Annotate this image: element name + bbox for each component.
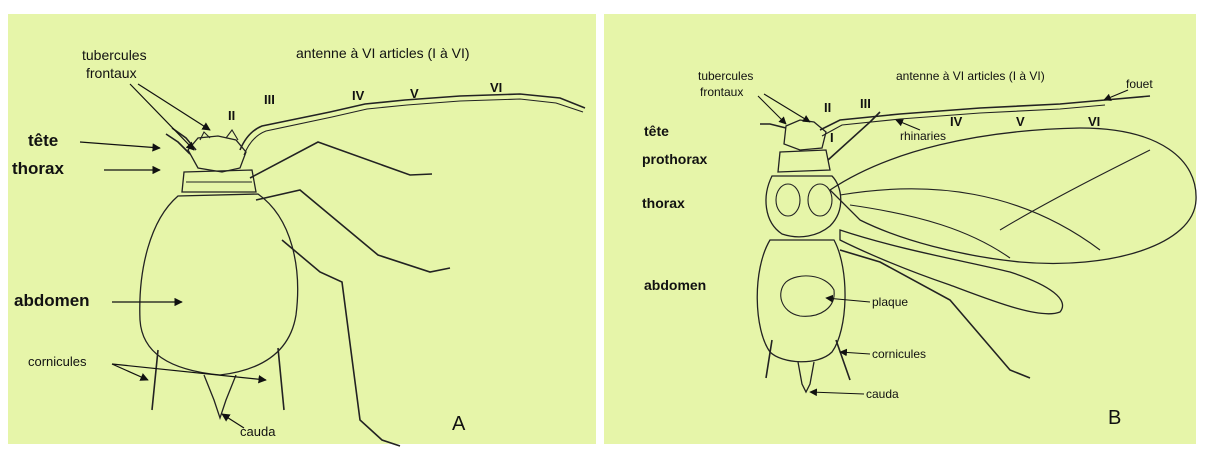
- arrow-plaque-b: [826, 298, 870, 302]
- arrow-cauda-b: [810, 392, 864, 394]
- label-prothorax-b: prothorax: [642, 151, 708, 167]
- label-cauda-a: cauda: [240, 424, 276, 439]
- label-antenna-b: antenne à VI articles (I à VI): [896, 69, 1045, 83]
- panel-letter-b: B: [1108, 407, 1121, 429]
- arrow-cornicules-b: [840, 352, 870, 354]
- label-cornicules-b: cornicules: [872, 347, 926, 361]
- panel-letter-a: A: [452, 413, 466, 435]
- label-frontaux-b: frontaux: [700, 85, 743, 99]
- label-tete-b: tête: [644, 123, 669, 139]
- arrow-tubercules-b-1: [758, 96, 786, 124]
- segment-b-II: II: [824, 100, 831, 115]
- label-frontaux-a: frontaux: [86, 65, 137, 81]
- arrow-tubercules-b-2: [764, 94, 810, 122]
- label-antenna-a: antenne à VI articles (I à VI): [296, 45, 470, 61]
- label-plaque-b: plaque: [872, 295, 908, 309]
- arrow-cauda-a: [222, 414, 244, 428]
- segment-a-V: V: [410, 86, 419, 101]
- segment-b-V: V: [1016, 114, 1025, 129]
- arrow-tubercules-a-2: [138, 84, 210, 130]
- segment-a-II: II: [228, 108, 235, 123]
- label-fouet-b: fouet: [1126, 77, 1153, 91]
- label-abdomen-b: abdomen: [644, 277, 706, 293]
- arrow-tubercules-a-1: [130, 84, 194, 150]
- segment-b-VI: VI: [1088, 114, 1100, 129]
- segment-a-III: III: [264, 92, 275, 107]
- label-tubercules-b: tubercules: [698, 69, 753, 83]
- arrow-cornicules-a-2: [112, 364, 266, 380]
- arrow-fouet-b: [1104, 90, 1128, 100]
- arrow-tete-a: [80, 142, 160, 148]
- label-cornicules-a: cornicules: [28, 354, 87, 369]
- label-thorax-b: thorax: [642, 195, 685, 211]
- segment-b-IV: IV: [950, 114, 963, 129]
- label-tubercules-a: tubercules: [82, 47, 147, 63]
- segment-a-VI: VI: [490, 80, 502, 95]
- segment-a-IV: IV: [352, 88, 365, 103]
- label-cauda-b: cauda: [866, 387, 899, 401]
- label-rhinaries-b: rhinaries: [900, 129, 946, 143]
- label-tete-a: tête: [28, 131, 58, 150]
- segment-b-III: III: [860, 96, 871, 111]
- segment-b-I: I: [830, 130, 834, 145]
- label-thorax-a: thorax: [12, 159, 65, 178]
- label-abdomen-a: abdomen: [14, 291, 90, 310]
